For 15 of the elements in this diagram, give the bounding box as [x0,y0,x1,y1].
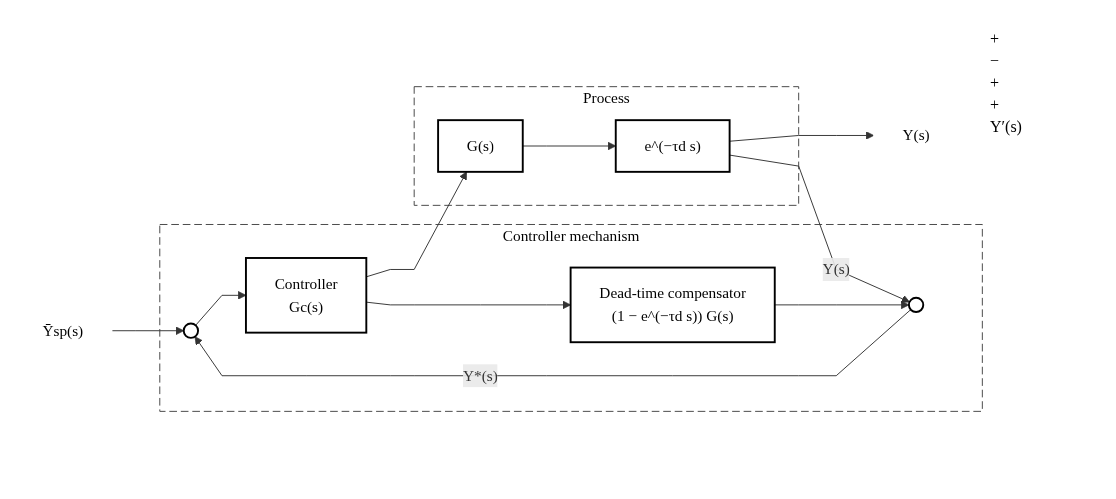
node-circle [182,323,200,340]
node-box: Dead-time compensator (1 − e^(−τd s)) G(s) [569,267,776,344]
node-text: Ȳsp(s) [42,322,84,339]
signal-label: + [990,74,1001,92]
node-text: Y(s) [902,127,930,144]
signal-label: − [990,52,1001,70]
edge-label: Y(s) [822,261,850,278]
signal-label: + [990,96,1001,114]
signal-label: + [990,30,1001,48]
signal-label: Y′(s) [990,118,1023,136]
edge-label: Y*(s) [462,367,498,384]
node-circle [907,297,925,314]
node-box: Controller Gc(s) [245,257,368,335]
node-box: e^(−τd s) [614,119,731,174]
node-box: G(s) [437,119,524,174]
